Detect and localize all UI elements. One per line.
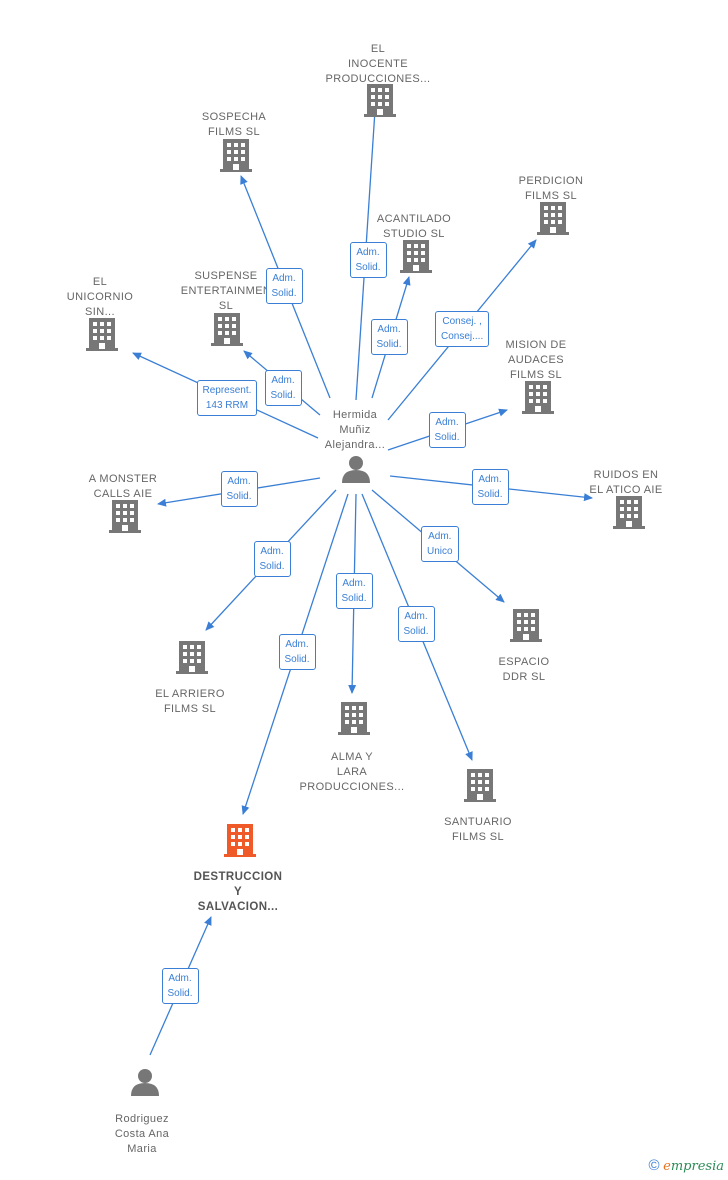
company-sospecha-node-label: SOSPECHA FILMS SL bbox=[201, 111, 267, 138]
company-destruccion-node[interactable]: DESTRUCCION Y SALVACION... bbox=[173, 870, 303, 915]
edge-label-ruidos[interactable]: Adm. Solid. bbox=[471, 469, 509, 505]
company-suspense-building-icon[interactable] bbox=[211, 313, 243, 346]
company-alma-building-icon[interactable] bbox=[338, 702, 370, 735]
edge-label-second_person-destruccion[interactable]: Adm. Solid. bbox=[161, 968, 199, 1004]
edge-label-santuario[interactable]: Adm. Solid. bbox=[397, 606, 435, 642]
second-person-icon[interactable] bbox=[131, 1069, 159, 1096]
company-suspense-node-label: SUSPENSE ENTERTAINMEN SL bbox=[180, 270, 272, 312]
company-destruccion-building-icon[interactable] bbox=[224, 824, 256, 857]
company-inocente-node[interactable]: EL INOCENTE PRODUCCIONES... bbox=[313, 42, 443, 87]
brand-logo: © empresia bbox=[648, 1157, 724, 1174]
edge-label-espacio[interactable]: Adm. Unico bbox=[421, 526, 459, 562]
company-arriero-building-icon[interactable] bbox=[176, 641, 208, 674]
edge-label-arriero[interactable]: Adm. Solid. bbox=[253, 541, 291, 577]
company-suspense-node[interactable]: SUSPENSE ENTERTAINMEN SL bbox=[161, 269, 291, 314]
company-unicornio-building-icon[interactable] bbox=[86, 318, 118, 351]
company-monster-building-icon[interactable] bbox=[109, 500, 141, 533]
company-alma-node-label: ALMA Y LARA PRODUCCIONES... bbox=[299, 751, 405, 793]
edge-label-acantilado[interactable]: Adm. Solid. bbox=[370, 319, 408, 355]
company-unicornio-node-label: EL UNICORNIO SIN... bbox=[66, 276, 134, 318]
company-perdicion-node-label: PERDICION FILMS SL bbox=[518, 175, 584, 202]
company-monster-node-label: A MONSTER CALLS AIE bbox=[88, 473, 158, 500]
company-mision-building-icon[interactable] bbox=[522, 381, 554, 414]
company-santuario-node[interactable]: SANTUARIO FILMS SL bbox=[413, 815, 543, 845]
edge-label-destruccion[interactable]: Adm. Solid. bbox=[278, 634, 316, 670]
brand-first-letter: e bbox=[663, 1159, 671, 1174]
second-person-node[interactable]: Rodriguez Costa Ana Maria bbox=[77, 1112, 207, 1157]
company-acantilado-node[interactable]: ACANTILADO STUDIO SL bbox=[349, 212, 479, 242]
edge-label-sospecha[interactable]: Adm. Solid. bbox=[265, 268, 303, 304]
center-person-icon[interactable] bbox=[342, 456, 370, 483]
company-ruidos-node[interactable]: RUIDOS EN EL ATICO AIE bbox=[561, 468, 691, 498]
brand-name: mpresia bbox=[670, 1159, 724, 1174]
company-sospecha-node[interactable]: SOSPECHA FILMS SL bbox=[169, 110, 299, 140]
company-mision-node-label: MISION DE AUDACES FILMS SL bbox=[505, 339, 567, 381]
company-espacio-building-icon[interactable] bbox=[510, 609, 542, 642]
company-espacio-node[interactable]: ESPACIO DDR SL bbox=[459, 655, 589, 685]
company-ruidos-building-icon[interactable] bbox=[613, 496, 645, 529]
company-monster-node[interactable]: A MONSTER CALLS AIE bbox=[58, 472, 188, 502]
company-santuario-node-label: SANTUARIO FILMS SL bbox=[444, 816, 512, 843]
company-alma-node[interactable]: ALMA Y LARA PRODUCCIONES... bbox=[287, 750, 417, 795]
company-perdicion-building-icon[interactable] bbox=[537, 202, 569, 235]
company-mision-node[interactable]: MISION DE AUDACES FILMS SL bbox=[471, 338, 601, 383]
company-acantilado-node-label: ACANTILADO STUDIO SL bbox=[376, 213, 452, 240]
edge-label-suspense[interactable]: Adm. Solid. bbox=[264, 370, 302, 406]
edge-label-inocente[interactable]: Adm. Solid. bbox=[349, 242, 387, 278]
company-sospecha-building-icon[interactable] bbox=[220, 139, 252, 172]
edge-label-mision[interactable]: Adm. Solid. bbox=[428, 412, 466, 448]
company-perdicion-node[interactable]: PERDICION FILMS SL bbox=[486, 174, 616, 204]
edge-label-perdicion[interactable]: Consej. , Consej.... bbox=[435, 311, 490, 347]
company-inocente-node-label: EL INOCENTE PRODUCCIONES... bbox=[325, 43, 431, 85]
company-inocente-building-icon[interactable] bbox=[364, 84, 396, 117]
company-unicornio-node[interactable]: EL UNICORNIO SIN... bbox=[35, 275, 165, 320]
center-person-node-label: Hermida Muñiz Alejandra... bbox=[324, 409, 386, 451]
second-person-node-label: Rodriguez Costa Ana Maria bbox=[114, 1113, 170, 1155]
edge-label-unicornio[interactable]: Represent. 143 RRM bbox=[196, 380, 258, 416]
company-santuario-building-icon[interactable] bbox=[464, 769, 496, 802]
company-espacio-node-label: ESPACIO DDR SL bbox=[498, 656, 550, 683]
edge-label-alma[interactable]: Adm. Solid. bbox=[335, 573, 373, 609]
copyright-symbol: © bbox=[648, 1157, 660, 1174]
edge-label-monster[interactable]: Adm. Solid. bbox=[220, 471, 258, 507]
center-person-node[interactable]: Hermida Muñiz Alejandra... bbox=[290, 408, 420, 453]
company-arriero-node-label: EL ARRIERO FILMS SL bbox=[155, 688, 225, 715]
company-destruccion-node-label: DESTRUCCION Y SALVACION... bbox=[193, 871, 283, 913]
company-ruidos-node-label: RUIDOS EN EL ATICO AIE bbox=[589, 469, 663, 496]
company-acantilado-building-icon[interactable] bbox=[400, 240, 432, 273]
company-arriero-node[interactable]: EL ARRIERO FILMS SL bbox=[125, 687, 255, 717]
